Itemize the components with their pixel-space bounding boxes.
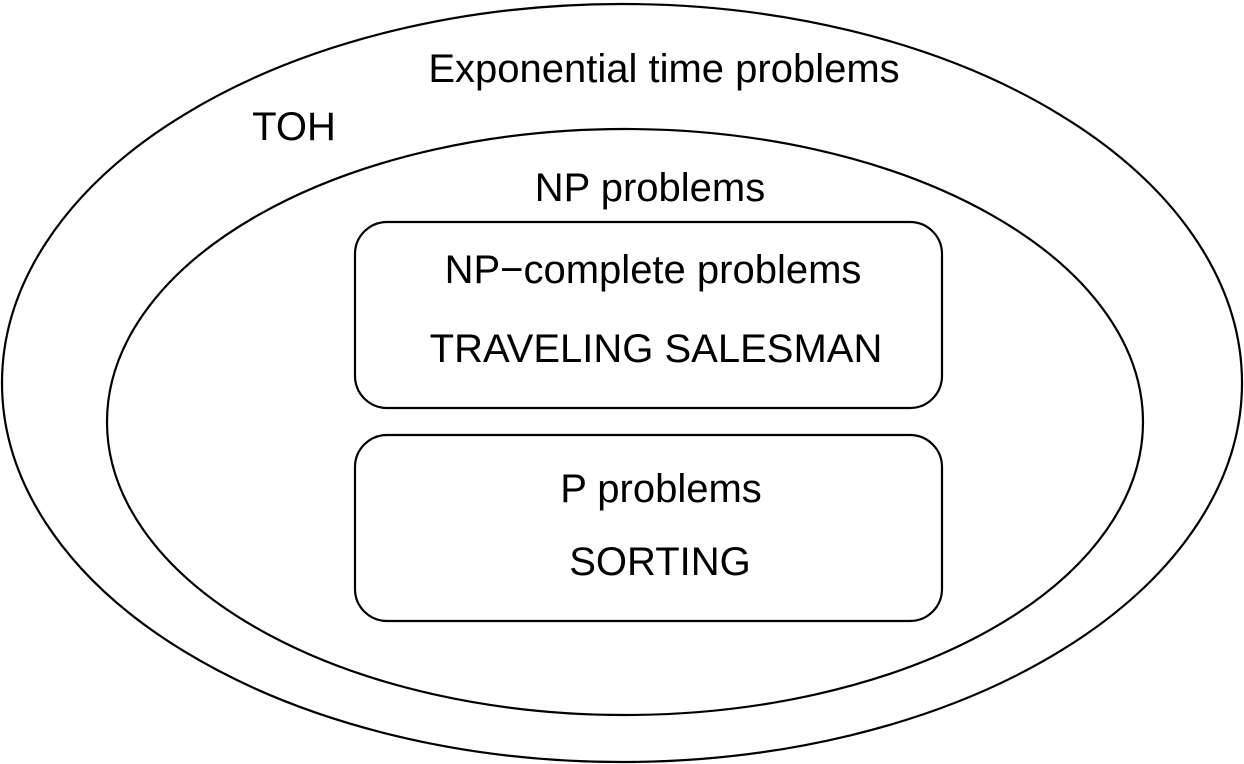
np-ellipse — [105, 127, 1145, 717]
p-box — [353, 433, 944, 623]
np-set: NP problems — [105, 127, 1145, 717]
np-complete-example: TRAVELING SALESMAN — [430, 327, 883, 371]
p-set: P problems SORTING — [353, 433, 944, 623]
exponential-time-title: Exponential time problems — [428, 47, 899, 91]
p-example: SORTING — [569, 540, 751, 584]
p-title: P problems — [560, 467, 762, 511]
exponential-time-example: TOH — [252, 105, 336, 149]
np-title: NP problems — [535, 166, 765, 210]
np-complete-set: NP−complete problems TRAVELING SALESMAN — [353, 220, 944, 410]
np-complete-title: NP−complete problems — [445, 248, 862, 292]
np-complete-box — [353, 220, 944, 410]
